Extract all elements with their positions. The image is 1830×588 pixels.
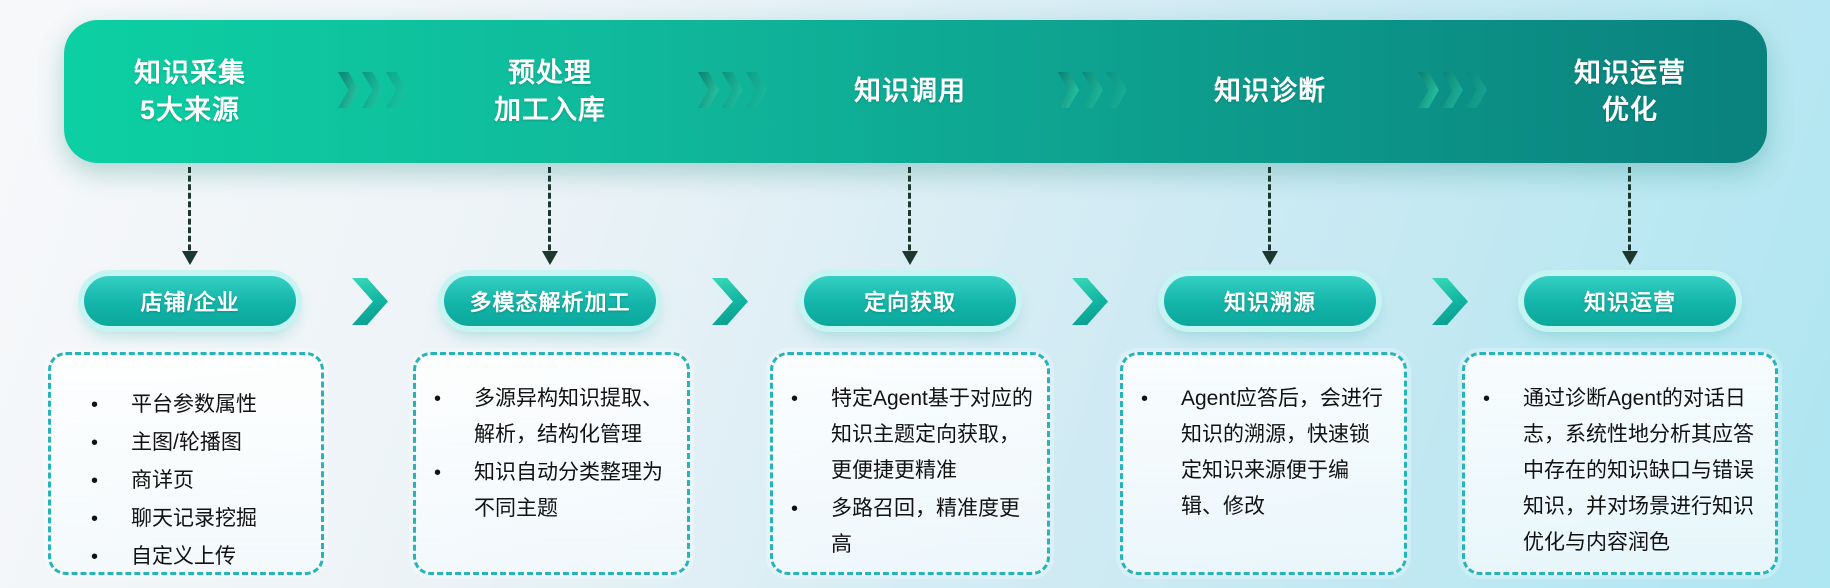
pill-label: 知识溯源 [1223, 290, 1316, 315]
chevron-right-icon [746, 72, 767, 108]
down-arrow-icon [541, 167, 558, 265]
bullet-icon: • [91, 508, 99, 530]
list-item: • 主图/轮播图 [91, 425, 307, 461]
stage-title-line: 知识采集 [134, 57, 246, 88]
triple-chevron-icon [698, 70, 767, 110]
list-item-text: Agent应答后，会进行知识的溯源，快速锁定知识来源便于编辑、修改 [1181, 387, 1383, 518]
list-item: • 平台参数属性 [91, 387, 307, 423]
stage-title-collection: 知识采集 5大来源 [30, 20, 350, 163]
stage-title-invoke: 知识调用 [750, 20, 1070, 163]
chevron-right-icon [1442, 72, 1463, 108]
pill-label: 定向获取 [863, 290, 956, 315]
detail-card-invoke: • 特定Agent基于对应的知识主题定向获取，更便捷更精准 • 多路召回，精准度更高 [770, 352, 1050, 575]
list-item: • 多源异构知识提取、解析，结构化管理 [434, 381, 673, 453]
bullet-list: • 通过诊断Agent的对话日志，系统性地分析其应答中存在的知识缺口与错误知识，并… [1465, 355, 1775, 561]
bullet-icon: • [791, 388, 799, 410]
stage-title-line: 5大来源 [139, 94, 241, 125]
stage-title-line: 预处理 [508, 57, 592, 88]
pill-label: 店铺/企业 [140, 290, 240, 315]
list-item: • 聊天记录挖掘 [91, 501, 307, 537]
list-item-text: 特定Agent基于对应的知识主题定向获取，更便捷更精准 [831, 387, 1033, 482]
down-arrow-icon [1261, 167, 1278, 265]
down-arrow-icon [901, 167, 918, 265]
chevron-right-icon [1432, 278, 1468, 325]
stage-pill-trace: 知识溯源 [1164, 276, 1376, 326]
chevron-right-icon [1082, 72, 1103, 108]
chevron-right-icon [362, 72, 383, 108]
list-item: • 特定Agent基于对应的知识主题定向获取，更便捷更精准 [791, 381, 1033, 489]
list-item-text: 商详页 [131, 469, 194, 492]
list-item-text: 多路召回，精准度更高 [831, 497, 1020, 556]
stage-pill-operation: 知识运营 [1524, 276, 1736, 326]
chevron-right-icon [1072, 278, 1108, 325]
stage-pill-multimodal: 多模态解析加工 [444, 276, 656, 326]
list-item-text: 知识自动分类整理为不同主题 [474, 461, 663, 520]
chevron-right-icon [1418, 72, 1439, 108]
list-item-text: 聊天记录挖掘 [131, 507, 257, 530]
chevron-right-icon [1058, 72, 1079, 108]
chevron-right-icon [712, 278, 748, 325]
chevron-right-icon [1466, 72, 1487, 108]
list-item-text: 平台参数属性 [131, 393, 257, 416]
down-arrow-icon [181, 167, 198, 265]
stage-title-line: 知识诊断 [1214, 76, 1326, 106]
stage-title-line: 加工入库 [494, 94, 606, 125]
stage-title-line: 知识调用 [854, 76, 966, 106]
stage-title-operate: 知识运营 优化 [1470, 20, 1790, 163]
list-item-text: 主图/轮播图 [131, 431, 242, 454]
bullet-icon: • [91, 432, 99, 454]
stage-pill-targeted: 定向获取 [804, 276, 1016, 326]
list-item: • 通过诊断Agent的对话日志，系统性地分析其应答中存在的知识缺口与错误知识，并… [1483, 381, 1761, 561]
list-item: • 多路召回，精准度更高 [791, 491, 1033, 563]
list-item: • 自定义上传 [91, 539, 307, 575]
list-item: • 知识自动分类整理为不同主题 [434, 455, 673, 527]
triple-chevron-icon [1418, 70, 1487, 110]
stage-title-line: 优化 [1602, 94, 1658, 125]
bullet-icon: • [434, 388, 442, 410]
stage-title-diagnose: 知识诊断 [1110, 20, 1430, 163]
chevron-right-icon [386, 72, 407, 108]
triple-chevron-icon [1058, 70, 1127, 110]
list-item: • 商详页 [91, 463, 307, 499]
bullet-icon: • [1483, 388, 1491, 410]
chevron-right-icon [338, 72, 359, 108]
bullet-list: • Agent应答后，会进行知识的溯源，快速锁定知识来源便于编辑、修改 [1123, 355, 1404, 525]
bullet-icon: • [434, 462, 442, 484]
pill-label: 多模态解析加工 [469, 290, 631, 315]
triple-chevron-icon [338, 70, 407, 110]
chevron-right-icon [722, 72, 743, 108]
bullet-list: • 平台参数属性 • 主图/轮播图 • 商详页 • 聊天记录挖掘 • 自定义上传 [51, 355, 321, 575]
list-item-text: 多源异构知识提取、解析，结构化管理 [474, 387, 663, 446]
list-item-text: 自定义上传 [131, 545, 236, 568]
detail-card-sources: • 平台参数属性 • 主图/轮播图 • 商详页 • 聊天记录挖掘 • 自定义上传 [48, 352, 324, 575]
detail-card-operation: • 通过诊断Agent的对话日志，系统性地分析其应答中存在的知识缺口与错误知识，并… [1462, 352, 1778, 575]
detail-card-preprocess: • 多源异构知识提取、解析，结构化管理 • 知识自动分类整理为不同主题 [413, 352, 690, 575]
list-item: • Agent应答后，会进行知识的溯源，快速锁定知识来源便于编辑、修改 [1141, 381, 1390, 525]
detail-card-trace: • Agent应答后，会进行知识的溯源，快速锁定知识来源便于编辑、修改 [1120, 352, 1407, 575]
stage-pill-shop: 店铺/企业 [84, 276, 296, 326]
stage-title-line: 知识运营 [1574, 57, 1686, 88]
down-arrow-icon [1621, 167, 1638, 265]
bullet-icon: • [91, 394, 99, 416]
bullet-icon: • [91, 546, 99, 568]
bullet-icon: • [791, 498, 799, 520]
list-item-text: 通过诊断Agent的对话日志，系统性地分析其应答中存在的知识缺口与错误知识，并对… [1523, 387, 1754, 554]
chevron-right-icon [1106, 72, 1127, 108]
bullet-list: • 特定Agent基于对应的知识主题定向获取，更便捷更精准 • 多路召回，精准度更高 [773, 355, 1047, 563]
chevron-right-icon [352, 278, 388, 325]
bullet-list: • 多源异构知识提取、解析，结构化管理 • 知识自动分类整理为不同主题 [416, 355, 687, 527]
bullet-icon: • [1141, 388, 1149, 410]
stage-title-preprocess: 预处理 加工入库 [390, 20, 710, 163]
chevron-right-icon [698, 72, 719, 108]
pill-label: 知识运营 [1583, 290, 1676, 315]
bullet-icon: • [91, 470, 99, 492]
